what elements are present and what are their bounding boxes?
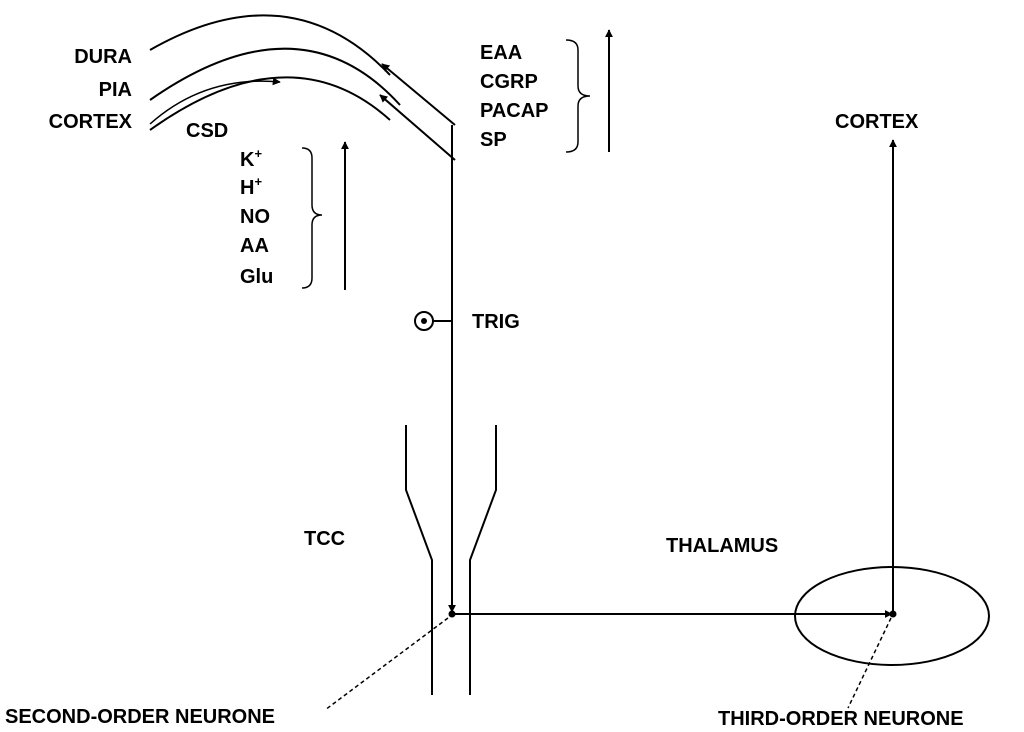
peptide-eaa: EAA [480, 42, 522, 64]
label-tcc: TCC [304, 528, 345, 550]
peptide-sp: SP [480, 129, 507, 151]
trig-ganglion-cell [414, 311, 434, 331]
third-order-pointer [847, 617, 892, 709]
second-order-pointer [324, 617, 449, 711]
pia-arc [149, 47, 401, 106]
trig-branch-lower [379, 94, 456, 161]
peptide-cgrp: CGRP [480, 71, 538, 93]
mediator-glu: Glu [240, 266, 273, 288]
third-order-neurone-dot [889, 610, 897, 618]
label-thalamus: THALAMUS [666, 535, 778, 557]
dura-arc [149, 14, 391, 76]
trig-ganglion-nucleus [421, 318, 427, 324]
mediator-aa: AA [240, 235, 269, 257]
trig-branch-upper [381, 63, 456, 126]
brainstem-right-wall [469, 425, 497, 695]
label-dura: DURA [74, 46, 132, 68]
label-csd: CSD [186, 120, 228, 142]
label-cortex-target: CORTEX [835, 111, 919, 133]
csd-wave-arrow [149, 77, 281, 125]
peptide-brace [565, 39, 591, 153]
label-third-order-neurone: THIRD-ORDER NEURONE [718, 708, 964, 730]
brainstem-left-wall [405, 425, 433, 695]
mediator-h: H+ [240, 174, 262, 199]
label-pia: PIA [99, 79, 132, 101]
peptide-pacap: PACAP [480, 100, 549, 122]
label-second-order-neurone: SECOND-ORDER NEURONE [5, 706, 275, 728]
mediator-k: K+ [240, 146, 262, 171]
mediator-no: NO [240, 206, 270, 228]
mediator-brace [301, 147, 323, 289]
label-trig: TRIG [472, 311, 520, 333]
label-cortex: CORTEX [49, 111, 133, 133]
